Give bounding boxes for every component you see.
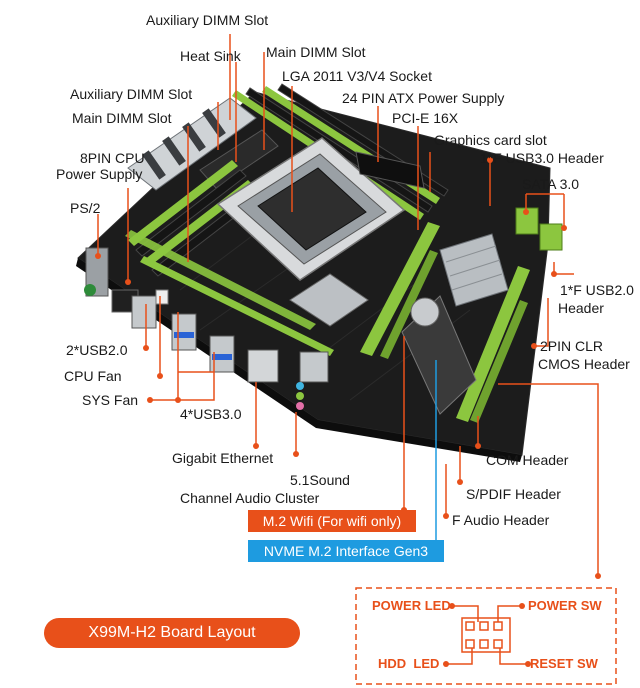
cpu-socket — [216, 137, 406, 327]
label-spdif: S/PDIF Header — [466, 486, 561, 502]
label-cpu-power-2: Power Supply — [56, 166, 143, 182]
label-sound-2: Channel Audio Cluster — [180, 490, 320, 506]
label-atx-power: 24 PIN ATX Power Supply — [342, 90, 505, 106]
label-pcie: PCI-E 16X — [392, 110, 459, 126]
label-sys-fan: SYS Fan — [82, 392, 139, 408]
pill-m2-wifi: M.2 Wifi (For wifi only) — [248, 510, 416, 532]
label-aux-dimm-top: Auxiliary DIMM Slot — [146, 12, 269, 28]
label-aux-dimm-left: Auxiliary DIMM Slot — [70, 86, 193, 102]
atx-24pin — [355, 151, 425, 189]
label-ethernet: Gigabit Ethernet — [172, 450, 274, 466]
board-layout-title: X99M-H2 Board Layout — [44, 618, 300, 648]
fp-hdd-led: HDD LED — [378, 656, 440, 671]
fp-power-sw: POWER SW — [528, 598, 602, 613]
label-f-audio: F Audio Header — [452, 512, 550, 528]
chipset-heatsink — [439, 233, 509, 307]
fp-power-led: POWER LED — [372, 598, 451, 613]
label-main-dimm-top: Main DIMM Slot — [266, 44, 366, 60]
label-clr-cmos-1: 2PIN CLR — [540, 338, 604, 354]
rear-io — [84, 247, 329, 410]
pcie-slots — [360, 222, 530, 423]
sata-ports — [515, 207, 563, 251]
label-lga-socket: LGA 2011 V3/V4 Socket — [282, 68, 432, 84]
label-cpu-power-1: 8PIN CPU — [80, 150, 145, 166]
label-main-dimm-left: Main DIMM Slot — [72, 110, 172, 126]
label-clr-cmos-2: CMOS Header — [538, 356, 630, 372]
label-com-header: COM Header — [486, 452, 569, 468]
label-ps2: PS/2 — [70, 200, 101, 216]
label-sound-1: 5.1Sound — [290, 472, 350, 488]
dimm-slots-left — [125, 160, 334, 356]
label-usb20-rear: 2*USB2.0 — [66, 342, 128, 358]
label-sata: SATA 3.0 — [522, 176, 580, 192]
fp-reset-sw: RESET SW — [530, 656, 598, 671]
label-cpu-fan: CPU Fan — [64, 368, 122, 384]
front-panel-box — [355, 587, 617, 685]
leader-dots — [95, 157, 601, 579]
label-usb30-rear: 4*USB3.0 — [180, 406, 242, 422]
label-usb30-header: 1*F USB3.0 Header — [480, 150, 604, 166]
leader-lines — [97, 34, 599, 576]
pill-nvme: NVME M.2 Interface Gen3 — [248, 540, 444, 562]
label-usb20-header-2: Header — [558, 300, 604, 316]
label-heat-sink: Heat Sink — [180, 48, 241, 64]
label-graphics-slot: Graphics card slot — [434, 132, 547, 148]
label-usb20-header-1: 1*F USB2.0 — [560, 282, 634, 298]
front-panel-pins — [446, 605, 528, 665]
